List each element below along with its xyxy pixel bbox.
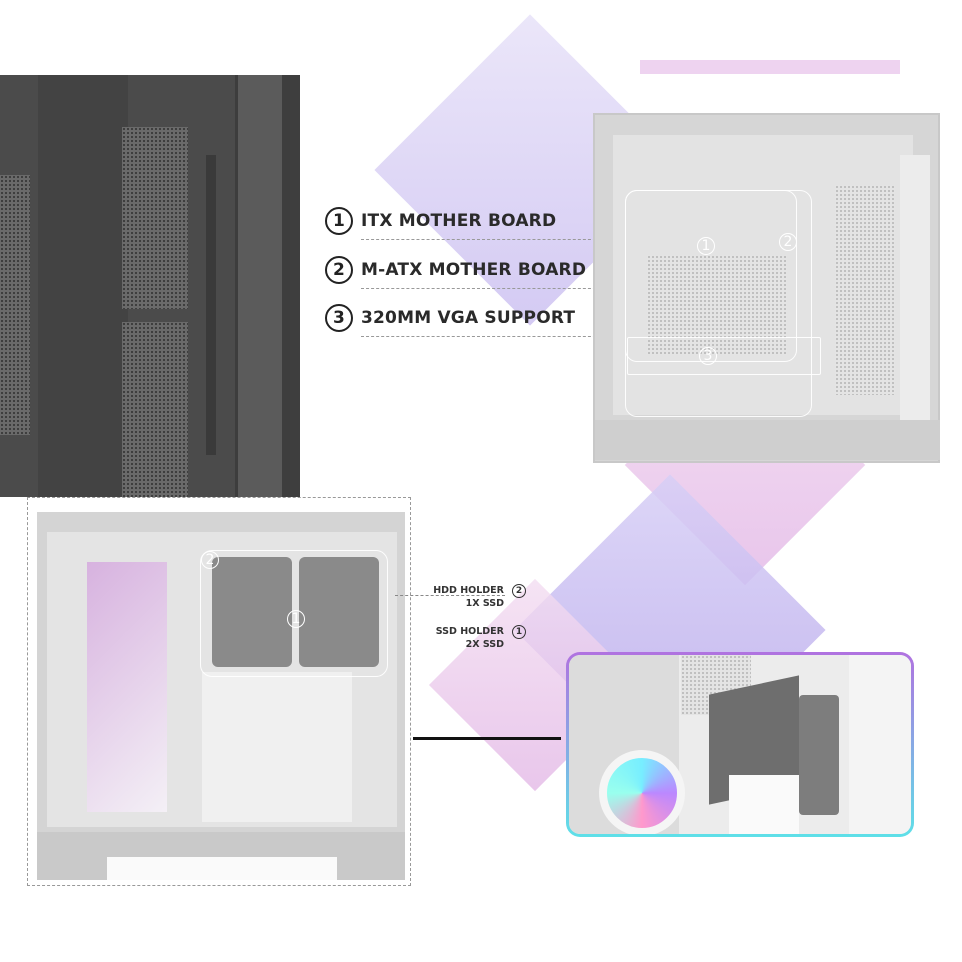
marker-1: 1	[287, 610, 305, 628]
leader-line	[395, 595, 505, 596]
holder-title: SSD HOLDER	[435, 626, 504, 637]
dark-case-image	[0, 75, 300, 497]
feature-label: 320MM VGA SUPPORT	[361, 308, 576, 328]
ssd-holder-label: SSD HOLDER 1 2X SSD	[420, 625, 526, 650]
number-badge: 3	[325, 304, 353, 332]
feature-label: ITX MOTHER BOARD	[361, 211, 557, 231]
rgb-fan	[599, 750, 685, 834]
feature-item: 2 M-ATX MOTHER BOARD	[325, 256, 601, 289]
number-badge: 1	[512, 625, 526, 639]
storage-outline	[200, 550, 388, 677]
inset-closeup	[566, 652, 914, 837]
matx-outline	[625, 190, 812, 417]
number-badge: 1	[325, 207, 353, 235]
number-badge: 2	[325, 256, 353, 284]
holder-capacity: 2X SSD	[465, 639, 504, 650]
vga-outline	[627, 337, 821, 375]
number-badge: 2	[512, 584, 526, 598]
bg-stripe	[640, 60, 900, 74]
holder-title: HDD HOLDER	[433, 585, 504, 596]
holder-capacity: 1X SSD	[465, 598, 504, 609]
white-case-image: 1 2 3	[593, 113, 940, 463]
feature-item: 3 320MM VGA SUPPORT	[325, 304, 601, 337]
marker-3: 3	[699, 347, 717, 365]
marker-2: 2	[779, 233, 797, 251]
hdd-holder-label: HDD HOLDER 2 1X SSD	[420, 584, 526, 609]
marker-1: 1	[697, 237, 715, 255]
side-case-image: 2 1	[37, 512, 405, 880]
feature-label: M-ATX MOTHER BOARD	[361, 260, 587, 280]
marker-2: 2	[201, 551, 219, 569]
connector-line	[413, 737, 561, 740]
dashed-frame	[27, 497, 411, 886]
feature-item: 1 ITX MOTHER BOARD	[325, 207, 601, 240]
